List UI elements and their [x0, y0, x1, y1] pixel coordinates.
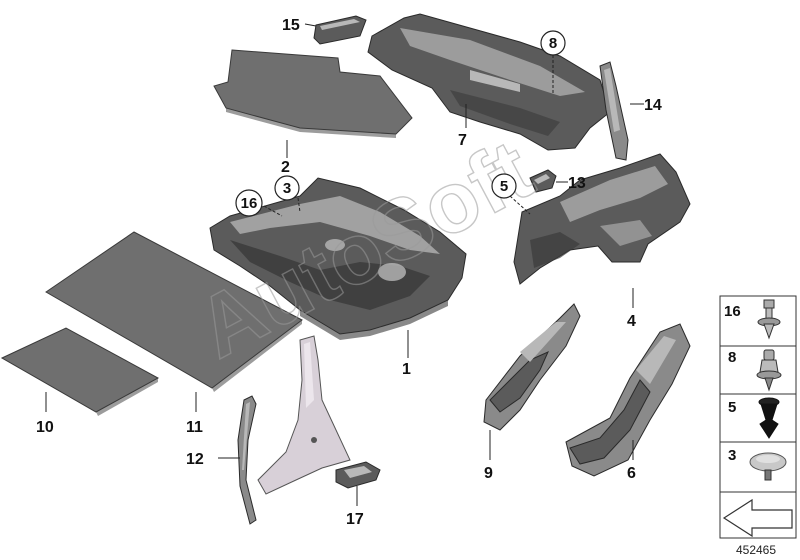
push-rivet-icon — [757, 299, 781, 340]
callout-2: 2 — [281, 159, 290, 176]
part-10-small-mat — [0, 327, 160, 416]
legend-label-16: 16 — [724, 303, 741, 320]
callout-4: 4 — [627, 313, 636, 330]
callout-7: 7 — [458, 132, 467, 149]
callout-15: 15 — [282, 17, 300, 34]
callout-10: 10 — [36, 419, 54, 436]
circled-callout-5: 5 — [500, 178, 508, 195]
part-17-pillar-trim — [257, 335, 351, 495]
expanding-clip-icon — [756, 349, 782, 392]
circled-callouts: 8 3 16 5 — [235, 30, 566, 217]
leader-lines — [45, 23, 644, 506]
callouts: 15 2 7 14 13 4 1 10 11 12 17 9 6 — [36, 17, 662, 528]
part-9-arch-panel — [483, 303, 581, 431]
parts-arrow-icon — [722, 498, 793, 538]
part-1-floor-insulation — [209, 177, 467, 340]
callout-12: 12 — [186, 451, 204, 468]
part-4-side-insulation — [513, 153, 691, 285]
part-13-clip — [529, 169, 557, 193]
tree-clip-icon — [758, 397, 780, 439]
diagram-id: 452465 — [736, 543, 776, 557]
part-14-pillar-strip — [599, 61, 629, 161]
part-2-trunk-mat — [213, 49, 413, 138]
legend-label-5: 5 — [728, 399, 736, 416]
callout-17: 17 — [346, 511, 364, 528]
callout-14: 14 — [644, 97, 662, 114]
callout-13: 13 — [568, 175, 586, 192]
button-plug-icon — [749, 452, 787, 481]
circled-callout-3: 3 — [283, 180, 291, 197]
circled-callout-16: 16 — [241, 195, 258, 212]
part-17-clip — [335, 461, 381, 489]
fastener-legend: 16 8 5 3 — [719, 295, 797, 539]
callout-11: 11 — [186, 419, 203, 436]
part-7-rear-shelf — [367, 13, 611, 151]
legend-label-8: 8 — [728, 349, 736, 366]
callout-6: 6 — [627, 465, 636, 482]
part-11-large-mat — [45, 231, 303, 392]
legend-label-3: 3 — [728, 447, 736, 464]
callout-9: 9 — [484, 465, 493, 482]
part-6-floor-channel — [565, 323, 691, 477]
callout-1: 1 — [402, 361, 411, 378]
circled-callout-8: 8 — [549, 35, 557, 52]
part-12-bracket — [237, 395, 257, 525]
part-15-foam-block — [313, 15, 367, 45]
